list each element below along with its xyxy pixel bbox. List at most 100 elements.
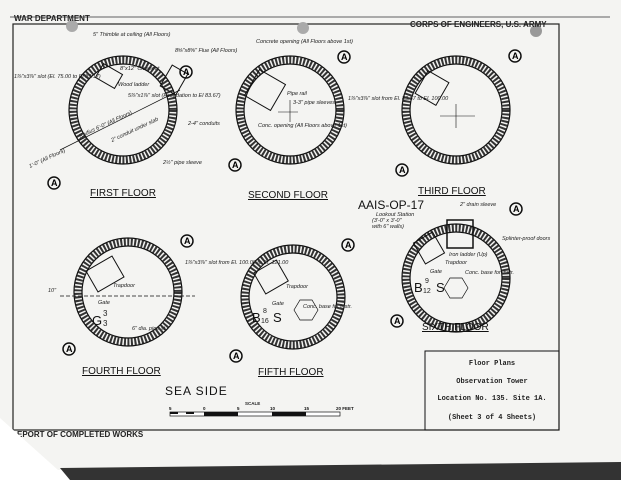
floor-title: SECOND FLOOR <box>248 190 328 201</box>
mark-sub: 3 <box>103 319 108 328</box>
svg-text:(Sheet 3 of 4 Sheets): (Sheet 3 of 4 Sheets) <box>448 414 536 422</box>
mark: S <box>436 280 445 295</box>
floor-title: FIRST FLOOR <box>90 188 156 199</box>
station-name: AAIS-OP-17 <box>358 198 424 212</box>
mark-sup: 9 <box>425 278 429 285</box>
header-right: CORPS OF ENGINEERS, U.S. ARMY <box>410 20 547 29</box>
note: Iron ladder (Up) <box>449 252 488 258</box>
note: 5⅞"x1⅞" slot (Foundation to El 83.67) <box>128 93 221 99</box>
section-marker: A <box>229 349 243 363</box>
svg-text:A: A <box>66 344 73 354</box>
note: Trapdoor <box>286 284 309 290</box>
svg-text:20 FEET: 20 FEET <box>336 406 354 411</box>
svg-text:A: A <box>341 52 348 62</box>
svg-text:Location No. 135. Site 1A.: Location No. 135. Site 1A. <box>437 395 546 403</box>
fifth-floor-plan: Trapdoor Gate Conc. base for instr. B S … <box>240 244 352 378</box>
punch-hole <box>530 25 542 37</box>
sea-side-label: SEA SIDE <box>165 384 228 398</box>
note: 5" Thimble at ceiling (All Floors) <box>93 32 171 38</box>
mark-sup: 3 <box>103 309 108 318</box>
note: 2½" pipe sleeve <box>162 159 202 166</box>
third-floor-plan: THIRD FLOOR <box>401 55 511 197</box>
section-marker: A <box>337 50 351 64</box>
section-marker: A <box>509 202 523 216</box>
station-size: (3'-0" x 3'-0" <box>372 218 403 224</box>
svg-text:A: A <box>512 51 519 61</box>
station-desc: Lookout Station <box>376 212 414 218</box>
note: 3-3" pipe sleeves <box>293 100 335 106</box>
station-walls: with 6" walls) <box>372 224 404 230</box>
svg-text:A: A <box>51 178 58 188</box>
header-left: WAR DEPARTMENT <box>14 14 90 23</box>
drawing-border <box>12 23 560 431</box>
floor-title: SIXTH FLOOR <box>422 322 489 333</box>
svg-text:0: 0 <box>203 406 206 411</box>
note: Conc. opening (All Floors above 1st) <box>258 123 347 129</box>
sixth-floor-plan: 2" drain sleeve Splinter-proof doors Iro… <box>401 202 550 333</box>
note: 8"x12" Cleanout <box>120 66 160 72</box>
note: Pipe rail <box>287 91 308 97</box>
note: Gate <box>430 269 442 275</box>
note: Concrete opening (All Floors above 1st) <box>256 39 353 45</box>
page-shadow <box>60 462 621 480</box>
svg-text:Observation Tower: Observation Tower <box>456 378 527 386</box>
svg-text:10: 10 <box>270 406 276 411</box>
svg-text:A: A <box>184 236 191 246</box>
svg-text:A: A <box>399 165 406 175</box>
scale-bar: SCALE 5 0 5 10 15 20 FEET <box>169 401 354 417</box>
title-block: Floor Plans Observation Tower Location N… <box>424 350 560 431</box>
punch-hole <box>297 22 309 34</box>
section-marker: A <box>62 342 76 356</box>
section-marker: A <box>47 176 61 190</box>
note: Conc. base for instr. <box>465 270 514 276</box>
note: 10" <box>48 288 57 294</box>
section-marker: A <box>395 163 409 177</box>
mark: S <box>273 310 282 325</box>
mark-sup: 8 <box>263 308 267 315</box>
floor-title: FOURTH FLOOR <box>82 366 161 377</box>
mark-sub: 16 <box>261 318 269 325</box>
svg-text:A: A <box>394 316 401 326</box>
svg-text:5: 5 <box>169 406 172 411</box>
svg-text:5: 5 <box>237 406 240 411</box>
svg-text:A: A <box>183 67 190 77</box>
section-marker: A <box>179 65 193 79</box>
section-marker: A <box>390 314 404 328</box>
section-markers: A A A A A A A A A A A A <box>47 49 523 363</box>
fourth-floor-plan: 1⅞"x3⅞" slot from El. 100.00 to El. 121.… <box>48 237 289 377</box>
mark: B <box>414 280 423 295</box>
svg-text:A: A <box>345 240 352 250</box>
section-marker: A <box>341 238 355 252</box>
section-marker: A <box>508 49 522 63</box>
punch-hole <box>66 20 78 32</box>
note: Gate <box>98 300 110 306</box>
svg-text:A: A <box>233 351 240 361</box>
note: 1⅞"x3⅞" slot from El. 100.00 to El. 121.… <box>185 260 289 266</box>
mark: G <box>92 313 102 328</box>
note: Splinter-proof doors <box>502 236 550 242</box>
second-floor-plan: Concrete opening (All Floors above 1st) … <box>235 39 449 201</box>
note: 2-4" conduits <box>187 121 220 127</box>
section-marker: A <box>228 158 242 172</box>
note: Conc. base for instr. <box>303 304 352 310</box>
note: 6" dia. pipe st. <box>132 326 167 332</box>
mark: B <box>252 310 261 325</box>
note: 2" drain sleeve <box>459 202 496 208</box>
svg-text:A: A <box>232 160 239 170</box>
mark-sub: 12 <box>423 288 431 295</box>
note: Gate <box>272 301 284 307</box>
svg-text:A: A <box>513 204 520 214</box>
floor-title: FIFTH FLOOR <box>258 367 324 378</box>
footer-left: EPORT OF COMPLETED WORKS <box>17 430 144 439</box>
note: Trapdoor <box>113 283 136 289</box>
note: Trapdoor <box>445 260 468 266</box>
note: 1⅞"x3⅞" slot from El. 83.67 to El. 100.0… <box>348 96 449 102</box>
floor-title: THIRD FLOOR <box>418 186 486 197</box>
svg-text:Floor Plans: Floor Plans <box>469 360 515 368</box>
svg-text:SCALE: SCALE <box>245 401 260 406</box>
note: 1⅞"x3⅞" slot (El. 75.00 to El 83.17) <box>14 74 101 80</box>
note: Wood ladder <box>118 82 150 88</box>
svg-text:15: 15 <box>304 406 310 411</box>
section-marker: A <box>180 234 194 248</box>
